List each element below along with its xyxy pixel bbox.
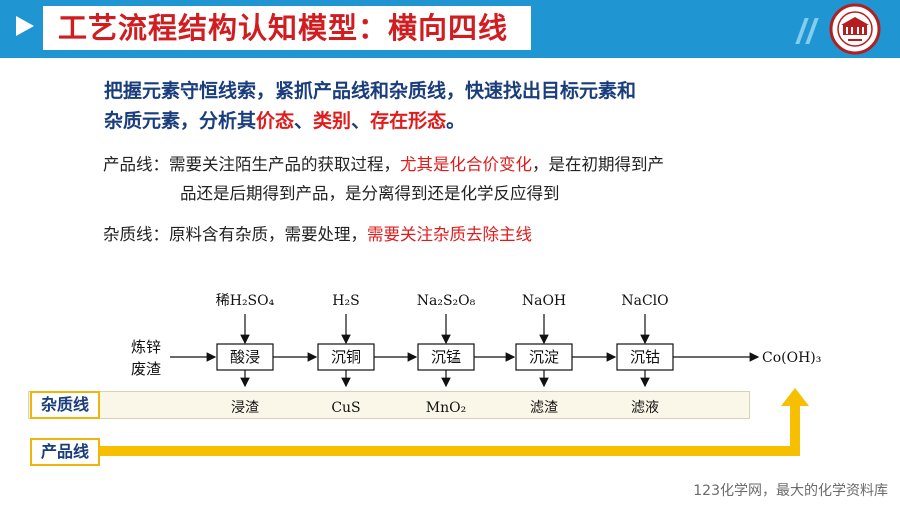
reagent-label: NaClO (621, 293, 668, 309)
highlight-category: 类别 (313, 110, 352, 132)
highlight-form: 存在形态 (370, 110, 447, 132)
step-box (616, 343, 674, 371)
raw-material-label: 炼锌 (131, 338, 161, 356)
separator: 、 (351, 110, 371, 132)
residue-label: 滤渣 (530, 400, 558, 416)
impurity-line-label: 杂质线： (103, 225, 169, 244)
school-seal-icon (829, 3, 881, 55)
residue-label: CuS (331, 400, 360, 416)
intro-line-2: 杂质元素，分析其价态、类别、存在形态。 (104, 106, 784, 136)
step-box (317, 343, 375, 371)
residue-label: 滤液 (631, 400, 659, 416)
impurity-line-highlight: 需要关注杂质去除主线 (367, 225, 532, 244)
footer-watermark: 123化学网，最大的化学资料库 (693, 483, 888, 499)
title-box (43, 6, 531, 50)
product-line-text: 需要关注陌生产品的获取过程， (169, 155, 400, 174)
residue-label: 浸渣 (231, 400, 259, 416)
product-label: Co(OH)₃ (762, 350, 821, 366)
impurity-lane (28, 391, 750, 419)
step-box (417, 343, 475, 371)
step-name: 沉钴 (630, 348, 660, 366)
separator: 、 (294, 110, 314, 132)
play-arrow-icon (16, 16, 34, 36)
step-name: 酸浸 (230, 348, 260, 366)
intro-line-1: 把握元素守恒线索，紧抓产品线和杂质线，快速找出目标元素和 (104, 80, 637, 102)
raw-material-label: 废渣 (131, 360, 161, 378)
period: 。 (446, 110, 466, 132)
impurity-line-text: 原料含有杂质，需要处理， (169, 225, 367, 244)
product-lane-tag: 产品线 (30, 438, 100, 466)
intro-paragraph: 把握元素守恒线索，紧抓产品线和杂质线，快速找出目标元素和 杂质元素，分析其价态、… (104, 76, 784, 136)
product-line-paragraph: 产品线：需要关注陌生产品的获取过程，尤其是化合价变化，是在初期得到产 (103, 151, 664, 178)
impurity-line-paragraph: 杂质线：原料含有杂质，需要处理，需要关注杂质去除主线 (103, 221, 532, 248)
step-name: 沉铜 (331, 348, 361, 366)
reagent-label: NaOH (522, 293, 566, 309)
product-line-label: 产品线： (103, 155, 169, 174)
intro-text: 杂质元素，分析其 (104, 110, 257, 132)
impurity-lane-tag: 杂质线 (30, 391, 100, 419)
residue-label: MnO₂ (426, 400, 466, 416)
product-line-text: ，是在初期得到产 (532, 155, 664, 174)
step-name: 沉锰 (431, 348, 461, 366)
reagent-label: 稀H₂SO₄ (216, 293, 275, 309)
product-line-text-2: 品还是后期得到产品，是分离得到还是化学反应得到 (180, 184, 560, 203)
product-line-highlight: 尤其是化合价变化 (400, 155, 532, 174)
highlight-valence: 价态 (256, 110, 295, 132)
reagent-label: Na₂S₂O₈ (417, 293, 476, 309)
step-name: 沉淀 (529, 348, 559, 366)
reagent-label: H₂S (332, 293, 359, 309)
page-title: 工艺流程结构认知模型：横向四线 (58, 11, 509, 45)
